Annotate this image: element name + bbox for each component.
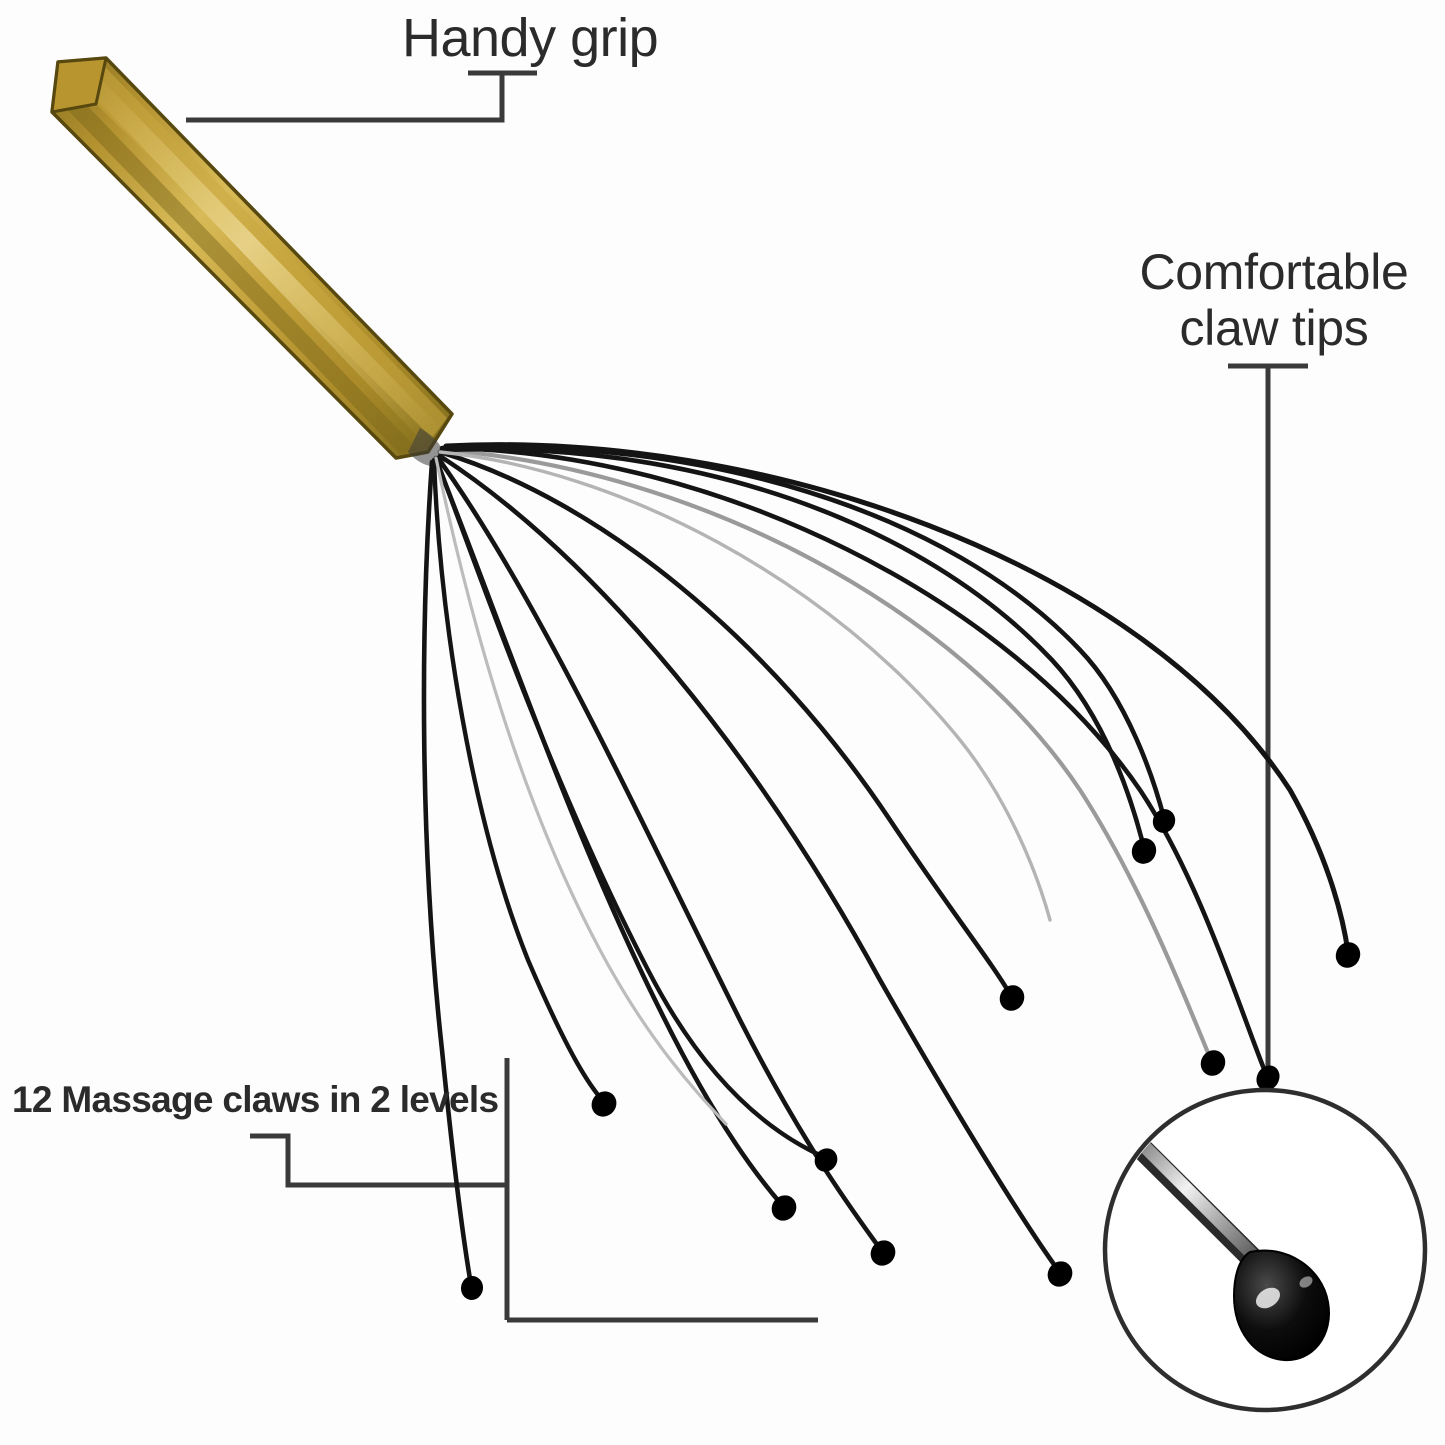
- claw-tip-beads: [460, 809, 1361, 1300]
- claw-tip-bead: [1131, 838, 1157, 864]
- claw-tip-bead: [870, 1240, 896, 1266]
- magnifier-inset: [1102, 1087, 1428, 1413]
- callout-leader-lines: [186, 70, 1308, 1323]
- claw-tip-bead: [591, 1091, 617, 1117]
- zoomed-bead-glint-small: [1299, 1276, 1313, 1288]
- claw-tips-line-2: claw tips: [1179, 300, 1369, 356]
- claw-tip-bead: [1256, 1065, 1280, 1091]
- claw-tip-bead: [1200, 1050, 1226, 1076]
- label-massage-claws: 12 Massage claws in 2 levels: [12, 1079, 499, 1120]
- handy-grip-leader: [186, 70, 537, 123]
- zoomed-bead-glint: [1255, 1287, 1281, 1309]
- claw-wires: [421, 442, 1351, 1288]
- claw-wire-7: [437, 449, 1013, 997]
- claw-tip-bead: [999, 985, 1025, 1011]
- handle-tip-point: [50, 56, 108, 114]
- handle-group: [50, 56, 454, 467]
- handle-shadow-band: [62, 94, 418, 454]
- claw-tip-bead: [814, 1148, 838, 1172]
- claw-wire-10: [433, 455, 827, 1160]
- claw-tip-bead: [1335, 942, 1361, 968]
- claw-wire-back-a: [438, 450, 1052, 922]
- claw-wire-5: [439, 444, 1167, 821]
- label-handy-grip: Handy grip: [402, 8, 659, 68]
- claw-wire-2: [441, 445, 1269, 1077]
- massage-claws-leader: [250, 1058, 818, 1323]
- claw-wire-8: [435, 455, 884, 1253]
- claw-tips-line-1: Comfortable: [1139, 244, 1409, 300]
- claw-wire-4: [439, 446, 1147, 851]
- claw-wire-3: [441, 447, 1214, 1063]
- claw-tip-bead: [1152, 809, 1176, 833]
- claw-wire-back-b: [434, 456, 728, 1126]
- claw-wire-6: [437, 453, 1061, 1273]
- claw-tip-bead: [1047, 1261, 1073, 1287]
- claw-tip-bead: [771, 1195, 797, 1221]
- handle-highlight: [84, 76, 441, 443]
- claw-tip-bead: [460, 1276, 484, 1300]
- claw-tips-leader: [1228, 363, 1308, 1090]
- claw-wire-12: [431, 457, 606, 1104]
- claw-wire-1: [443, 442, 1351, 955]
- claw-wire-11: [421, 459, 474, 1288]
